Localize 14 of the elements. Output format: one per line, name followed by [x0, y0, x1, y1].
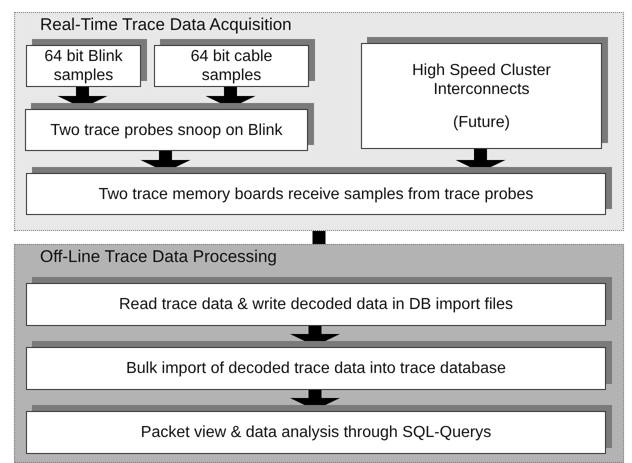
- group-heading: Off-Line Trace Data Processing: [40, 247, 277, 267]
- box-label: (Future): [453, 112, 510, 132]
- box-label: Read trace data & write decoded data in DB import files: [119, 295, 513, 314]
- group-heading: Real-Time Trace Data Acquisition: [40, 15, 292, 35]
- group-panel: [14, 244, 624, 463]
- box-label: Packet view & data analysis through SQL-Querys: [140, 423, 492, 442]
- connector-bar: [312, 231, 326, 244]
- box-label: Two trace probes snoop on Blink: [50, 120, 283, 140]
- box-label: 64 bit Blink samples: [43, 47, 124, 85]
- box-label: High Speed Cluster Interconnects: [411, 60, 552, 98]
- box-label: 64 bit cable samples: [190, 47, 274, 85]
- group-panel: [14, 12, 624, 231]
- box-label: Two trace memory boards receive samples from trace probes: [98, 184, 534, 204]
- box-label: Bulk import of decoded trace data into trace database: [126, 359, 506, 378]
